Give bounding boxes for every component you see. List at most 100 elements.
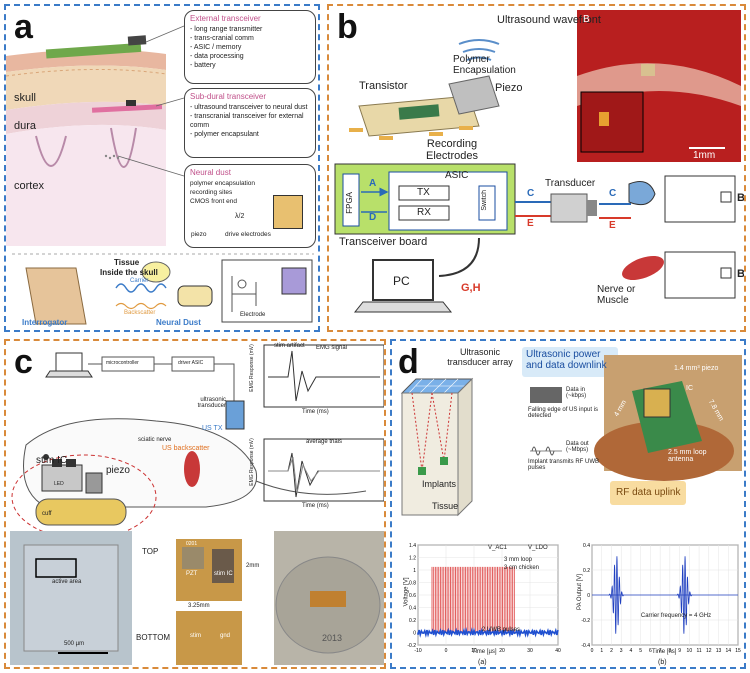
- asic-label: ASIC: [445, 170, 469, 181]
- x-tick-label: 10: [687, 648, 693, 654]
- label-recording-electrodes: Recording Electrodes: [426, 138, 478, 162]
- piezo-label: 1.4 mm³ piezo: [674, 365, 719, 372]
- panel-b: b: [327, 4, 746, 332]
- y-tick-label: 1.2: [409, 556, 416, 562]
- x-tick-label: 40: [555, 648, 561, 654]
- arrow-label-a: A: [369, 178, 377, 189]
- antenna-label: 2.5 mm loop antenna: [668, 449, 707, 463]
- dust-item: CMOS front end: [190, 198, 237, 205]
- pc-label: PC: [393, 274, 410, 288]
- uplink-diagram: [400, 347, 742, 517]
- y-tick-label: 0.8: [409, 581, 416, 587]
- tx-label: TX: [417, 187, 430, 198]
- transducer-label: Transducer: [545, 178, 596, 189]
- emg-label: EMG signal: [316, 345, 348, 351]
- x-tick-label: 15: [735, 648, 741, 654]
- x-tick-label: 14: [725, 648, 731, 654]
- x-tick-label: 5: [639, 648, 642, 654]
- stim-artifact-label: stim artifact: [274, 343, 305, 349]
- x-tick-label: 2: [610, 648, 613, 654]
- avg-label: average trials: [306, 439, 343, 445]
- label-tissue: Tissue: [114, 258, 140, 267]
- circuit-label-b-bottom: B: [737, 268, 745, 280]
- label-electrode: Electrode: [240, 312, 266, 318]
- dim-w-label: 3.25mm: [188, 603, 210, 609]
- subdural-transceiver-box: Sub-dural transceiver - ultrasound trans…: [184, 88, 316, 158]
- series-vac1: [431, 566, 515, 633]
- y-tick-label: 0: [413, 631, 416, 637]
- label-dura: dura: [14, 120, 37, 132]
- ylabel-a: Voltage [V]: [403, 577, 410, 607]
- arrow-label-e: E: [527, 218, 534, 229]
- carrier-annot: Carrier frequency = 4 GHz: [640, 613, 712, 619]
- ic-label: IC: [686, 385, 693, 392]
- array-label: Ultrasonic transducer array: [447, 347, 513, 367]
- label-cortex: cortex: [14, 180, 44, 192]
- x-tick-label: 9: [678, 648, 681, 654]
- stim-ic-label: stim IC: [36, 455, 68, 466]
- dust-drive: drive electrodes: [225, 231, 271, 238]
- label-wavefront: Ultrasound wavefront: [497, 14, 601, 26]
- ylabel-bottom: EMG Response (mV): [248, 438, 255, 486]
- x-tick-label: -10: [414, 648, 421, 654]
- sub-b: (b): [658, 659, 667, 666]
- label-interrogator: Interrogator: [22, 318, 68, 327]
- data-out-label: Data out (~Mbps): [566, 441, 589, 453]
- sciatic-label: sciatic nerve: [138, 437, 172, 443]
- y-tick-label: 0.2: [409, 618, 416, 624]
- xlabel-a: Time [µs]: [472, 649, 497, 655]
- panel-d: d Ultrasonic transducer array Ultrasonic…: [390, 339, 746, 669]
- x-tick-label: 1: [600, 648, 603, 654]
- subdural-item: - polymer encapsulant: [190, 131, 259, 138]
- dust-cube-icon: [273, 195, 303, 229]
- x-tick-label: 30: [527, 648, 533, 654]
- cuff-label: cuff: [42, 511, 52, 517]
- dust-item: polymer encapsulation: [190, 180, 256, 187]
- panel-letter: c: [14, 343, 33, 381]
- implants-label: Implants: [422, 479, 457, 489]
- external-title: External transceiver: [190, 14, 261, 23]
- pzt-label: PZT: [186, 571, 198, 577]
- arrow-label-e2: E: [609, 220, 616, 231]
- rx-label: RX: [417, 207, 431, 218]
- coin-label: 2013: [322, 633, 343, 643]
- x-tick-label: 0: [445, 648, 448, 654]
- backscatter-label: US backscatter: [162, 445, 210, 452]
- y-tick-label: 0.4: [409, 606, 416, 612]
- stim-ic-photo-label: stim IC: [214, 571, 233, 577]
- data-in-label: Data in (~kbps): [566, 387, 587, 399]
- implant-tx-label: Implant transmits RF UWB pulses: [528, 459, 600, 471]
- piezo-label: piezo: [106, 465, 130, 476]
- label-polymer: Polymer Encapsulation: [453, 54, 516, 76]
- dust-lambda: λ/2: [235, 213, 245, 220]
- arrow-label-c: C: [527, 188, 535, 199]
- power-title: Ultrasonic power and data downlink: [526, 349, 607, 371]
- photo-label-b: B: [583, 14, 590, 25]
- arrow-label-c2: C: [609, 188, 617, 199]
- x-tick-label: 12: [706, 648, 712, 654]
- y-tick-label: 0.4: [583, 543, 590, 549]
- scale-label: 500 µm: [64, 641, 85, 647]
- x-tick-label: 4: [630, 648, 633, 654]
- subdural-title: Sub-dural transceiver: [190, 92, 267, 101]
- panel-letter: b: [337, 8, 358, 46]
- x-tick-label: 6: [649, 648, 652, 654]
- external-item: - data processing: [190, 53, 244, 60]
- label-transistor: Transistor: [359, 80, 408, 92]
- xlabel-b: Time [ns]: [652, 649, 677, 655]
- x-tick-label: 8: [668, 648, 671, 654]
- panel-a: a: [4, 4, 320, 332]
- nerve-label: Nerve or Muscle: [597, 284, 636, 306]
- pulses-label: 2 UWB pulses: [482, 627, 521, 633]
- x-tick-label: 10: [471, 648, 477, 654]
- brain-cross-section: [6, 25, 314, 325]
- arrow-label-d: D: [369, 212, 377, 223]
- y-tick-label: 1.4: [409, 543, 416, 549]
- external-transceiver-box: External transceiver - long range transm…: [184, 10, 316, 84]
- stim-pad-label: stim: [190, 633, 201, 639]
- note1-label: 3 mm loop: [504, 557, 533, 563]
- xlabel-bottom: Time (ms): [302, 503, 329, 509]
- y-tick-label: 0.6: [409, 593, 416, 599]
- microcontroller-label: microcontroller: [106, 360, 139, 366]
